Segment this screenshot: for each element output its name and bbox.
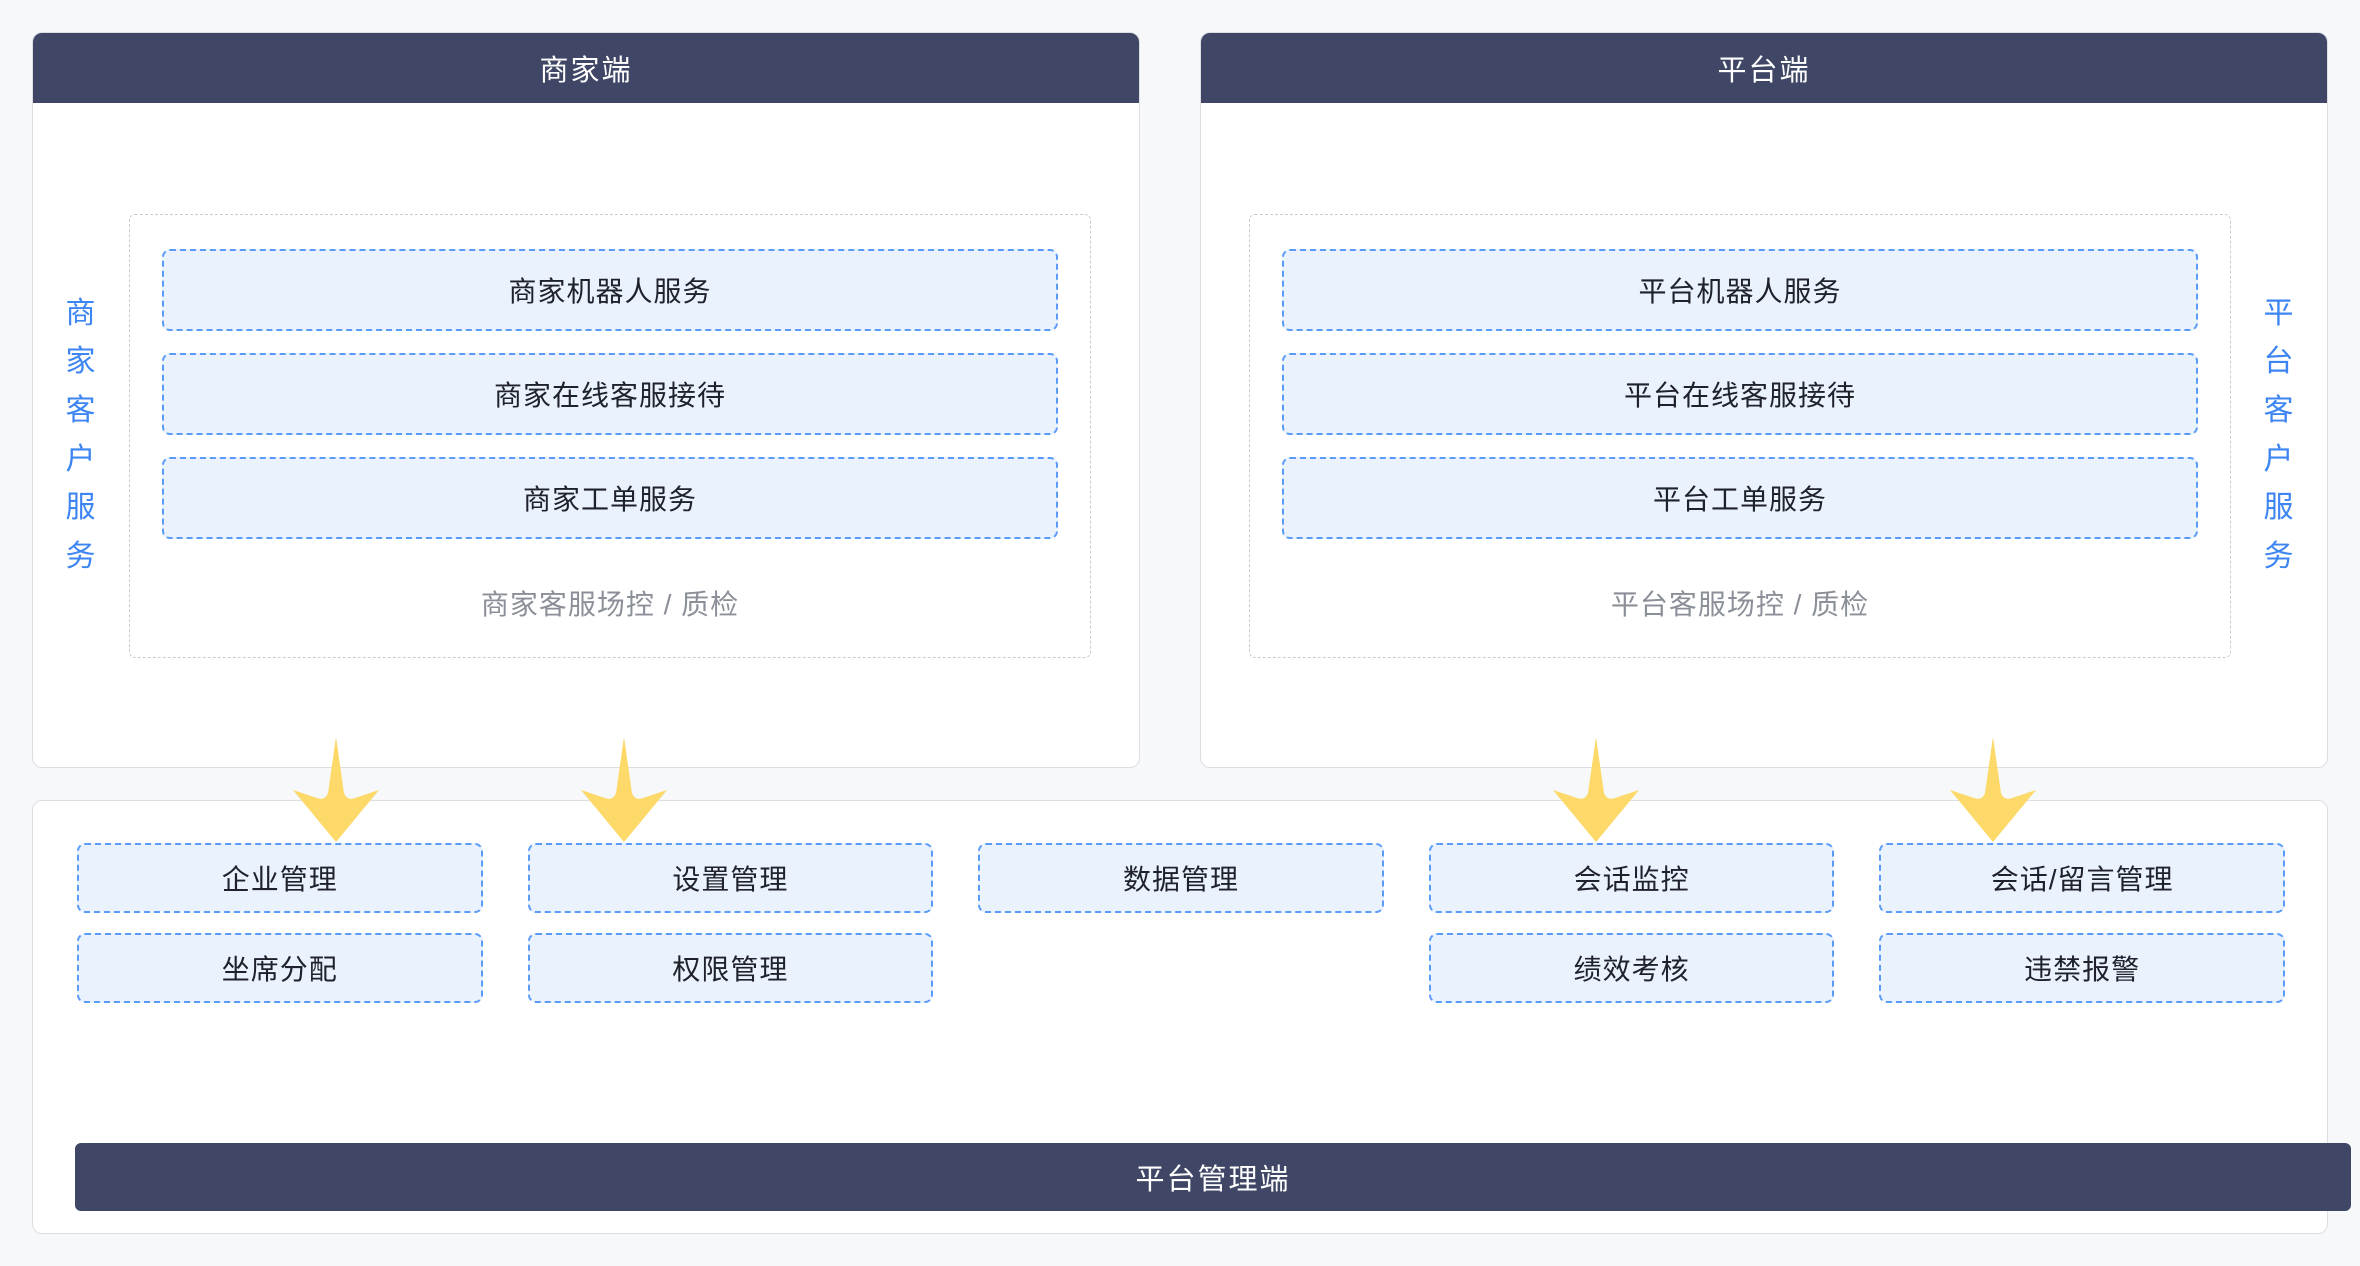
platform-service-box-online-support[interactable]: 平台在线客服接待	[1282, 352, 2198, 435]
management-box-seat-allocation[interactable]: 坐席分配	[77, 933, 483, 1003]
management-column-enterprise: 企业管理 坐席分配	[77, 843, 483, 1003]
management-column-data: 数据管理	[978, 843, 1384, 1003]
platform-side-label-char-1: 台	[2263, 345, 2295, 379]
merchant-service-box-ticket[interactable]: 商家工单服务	[162, 456, 1058, 539]
merchant-side-label-char-4: 服	[65, 491, 97, 525]
management-box-settings-management[interactable]: 设置管理	[527, 843, 934, 913]
merchant-panel-body: 商 家 客 户 服 务 商家机器人服务 商家在线客服接待 商家工单服务 商家客服…	[33, 103, 1139, 768]
platform-service-box-ticket[interactable]: 平台工单服务	[1282, 456, 2198, 539]
platform-service-box-robot[interactable]: 平台机器人服务	[1282, 248, 2198, 331]
platform-panel: 平台端 平台机器人服务 平台在线客服接待 平台工单服务 平台客服场控 / 质检 …	[1200, 32, 2328, 768]
merchant-side-label-char-1: 家	[65, 345, 97, 379]
management-column-session-monitor: 会话监控 绩效考核	[1428, 843, 1835, 1003]
platform-side-label: 平 台 客 户 服 务	[2231, 290, 2327, 582]
merchant-side-label-char-2: 客	[65, 393, 97, 427]
management-column-settings: 设置管理 权限管理	[527, 843, 934, 1003]
platform-admin-footer-bar: 平台管理端	[75, 1143, 2351, 1211]
platform-side-label-char-3: 户	[2263, 442, 2295, 476]
management-box-session-monitor[interactable]: 会话监控	[1428, 843, 1835, 913]
platform-side-label-char-4: 服	[2263, 491, 2295, 525]
management-box-permission-management[interactable]: 权限管理	[527, 933, 934, 1003]
platform-service-group: 平台机器人服务 平台在线客服接待 平台工单服务 平台客服场控 / 质检	[1249, 213, 2231, 658]
management-box-placeholder	[978, 933, 1384, 1003]
management-panel: 企业管理 坐席分配 设置管理 权限管理 数据管理 会话监控 绩效考核 会话/留言…	[32, 800, 2351, 1234]
merchant-panel-header: 商家端	[33, 33, 1139, 103]
management-box-data-management[interactable]: 数据管理	[978, 843, 1384, 913]
platform-panel-body: 平台机器人服务 平台在线客服接待 平台工单服务 平台客服场控 / 质检 平 台 …	[1201, 103, 2327, 768]
merchant-panel: 商家端 商 家 客 户 服 务 商家机器人服务 商家在线客服接待 商家工单服务 …	[32, 32, 1140, 768]
platform-side-label-char-0: 平	[2263, 296, 2295, 330]
management-box-enterprise-management[interactable]: 企业管理	[77, 843, 483, 913]
management-box-violation-alert[interactable]: 违禁报警	[1879, 933, 2285, 1003]
merchant-service-box-online-support[interactable]: 商家在线客服接待	[162, 352, 1058, 435]
merchant-side-label: 商 家 客 户 服 务	[33, 290, 129, 582]
platform-panel-header: 平台端	[1201, 33, 2327, 103]
merchant-group-caption: 商家客服场控 / 质检	[480, 588, 740, 620]
platform-group-caption: 平台客服场控 / 质检	[1610, 588, 1870, 620]
merchant-side-label-char-3: 户	[65, 442, 97, 476]
merchant-service-group: 商家机器人服务 商家在线客服接待 商家工单服务 商家客服场控 / 质检	[129, 213, 1091, 658]
management-grid: 企业管理 坐席分配 设置管理 权限管理 数据管理 会话监控 绩效考核 会话/留言…	[77, 843, 2285, 1003]
management-box-session-message-management[interactable]: 会话/留言管理	[1879, 843, 2285, 913]
platform-side-label-char-2: 客	[2263, 393, 2295, 427]
merchant-side-label-char-5: 务	[65, 539, 97, 573]
merchant-service-box-robot[interactable]: 商家机器人服务	[162, 248, 1058, 331]
management-column-session-message: 会话/留言管理 违禁报警	[1879, 843, 2285, 1003]
management-box-performance-review[interactable]: 绩效考核	[1428, 933, 1835, 1003]
platform-side-label-char-5: 务	[2263, 539, 2295, 573]
merchant-side-label-char-0: 商	[65, 296, 97, 330]
